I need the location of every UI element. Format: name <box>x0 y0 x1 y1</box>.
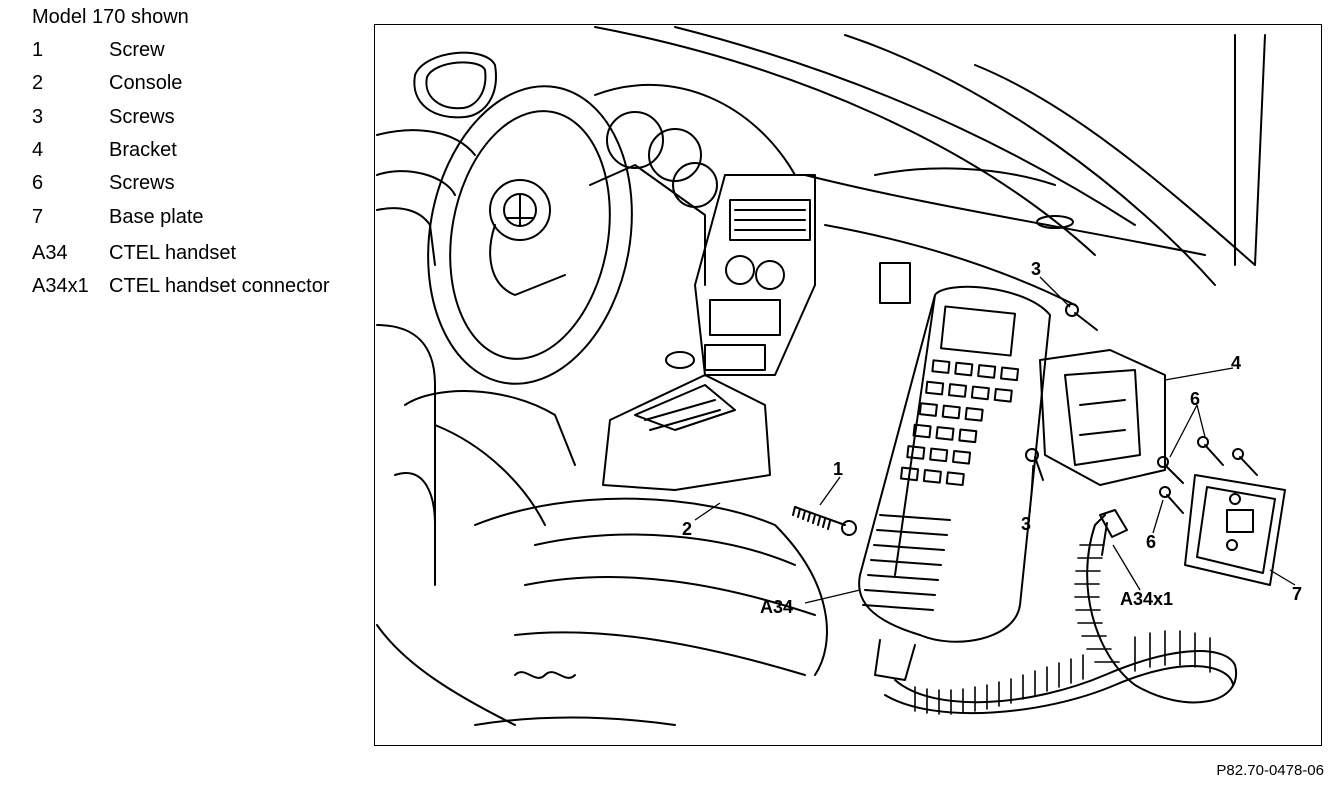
legend-code: A34x1 <box>32 275 89 297</box>
legend-code: 2 <box>32 72 44 94</box>
line-drawing: 1 2 3 3 4 6 6 7 A34 A34x1 <box>376 26 1302 726</box>
legend-label: Screw <box>109 39 165 61</box>
callout-4: 4 <box>1231 353 1241 373</box>
legend-title: Model 170 shown <box>32 6 189 28</box>
callout-2: 2 <box>682 519 692 539</box>
legend-code: 1 <box>32 39 44 61</box>
figure-reference: P82.70-0478-06 <box>1216 762 1324 779</box>
legend-item: A34x1 CTEL handset connector <box>32 274 330 298</box>
legend-code: 7 <box>32 206 44 228</box>
legend-item: 1 Screw <box>32 38 165 62</box>
callout-6-top: 6 <box>1190 389 1200 409</box>
callout-a34: A34 <box>760 597 793 617</box>
legend-label: Console <box>109 72 183 94</box>
callout-3-bottom: 3 <box>1021 514 1031 534</box>
legend-code: A34 <box>32 242 68 264</box>
legend-label: CTEL handset connector <box>109 275 330 297</box>
legend-item: 3 Screws <box>32 105 175 129</box>
installation-figure: 1 2 3 3 4 6 6 7 A34 A34x1 <box>374 24 1322 746</box>
callout-3-top: 3 <box>1031 259 1041 279</box>
legend-label: Base plate <box>109 206 204 228</box>
callout-6-bottom: 6 <box>1146 532 1156 552</box>
callout-1: 1 <box>833 459 843 479</box>
legend-item: 4 Bracket <box>32 138 177 162</box>
legend-item: 7 Base plate <box>32 205 204 229</box>
legend-label: Screws <box>109 106 175 128</box>
legend-item: 6 Screws <box>32 171 175 195</box>
callout-7: 7 <box>1292 584 1302 604</box>
legend-item: 2 Console <box>32 71 182 95</box>
legend-label: Bracket <box>109 139 177 161</box>
legend-label: CTEL handset <box>109 242 237 264</box>
legend-code: 6 <box>32 172 44 194</box>
callout-a34x1: A34x1 <box>1120 589 1173 609</box>
legend-label: Screws <box>109 172 175 194</box>
legend-code: 3 <box>32 106 44 128</box>
legend-code: 4 <box>32 139 44 161</box>
legend-item: A34 CTEL handset <box>32 241 236 265</box>
